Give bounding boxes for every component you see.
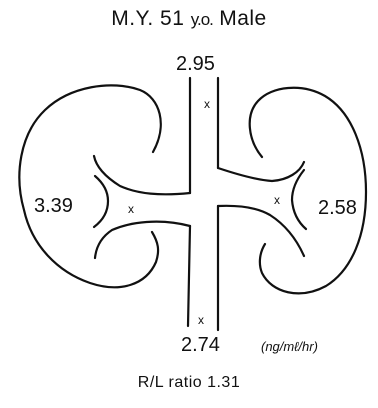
right-renal-vein-upper	[94, 156, 190, 194]
ratio-label: R/L ratio 1.31	[0, 375, 378, 391]
left-renal-vein-inner	[292, 170, 306, 229]
left-renal-vein-sample-mark: x	[274, 194, 280, 206]
right-kidney-value: 3.39	[34, 196, 73, 216]
right-renal-vein-lower	[95, 222, 190, 258]
unit-label: (ng/mℓ/hr)	[261, 340, 318, 353]
ivc-upper-value: 2.95	[176, 54, 215, 74]
right-kidney-outline	[19, 85, 160, 287]
left-renal-vein-upper	[218, 162, 304, 181]
ivc-lower-value: 2.74	[181, 335, 220, 355]
ivc-upper-sample-mark: x	[204, 98, 210, 110]
patient-sex: Male	[219, 7, 267, 30]
left-kidney-outline	[250, 88, 366, 294]
patient-title: M.Y. 51 y.o. Male	[0, 8, 378, 29]
right-renal-vein-inner	[94, 176, 108, 227]
age-unit: y.o.	[191, 10, 213, 29]
left-kidney-value: 2.58	[318, 198, 357, 218]
patient-id-age: M.Y. 51	[111, 7, 184, 30]
ivc-lower-sample-mark: x	[198, 314, 204, 326]
left-renal-vein-lower	[218, 206, 304, 256]
right-renal-vein-sample-mark: x	[128, 203, 134, 215]
ivc-left-wall	[188, 78, 190, 326]
